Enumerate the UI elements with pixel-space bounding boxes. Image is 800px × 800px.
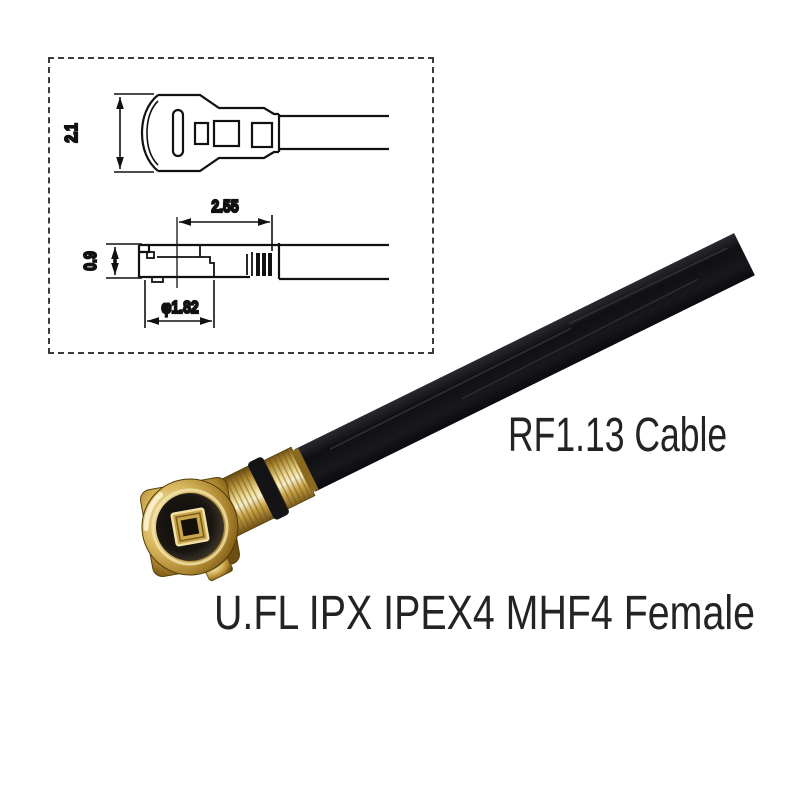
dim-height-2-1 bbox=[114, 93, 154, 173]
top-view-outline-upper bbox=[158, 93, 279, 116]
top-view-window-1 bbox=[193, 121, 210, 146]
ring-highlight bbox=[143, 492, 164, 532]
dimension-diagram: 2.1 bbox=[60, 93, 389, 328]
cable-type-label: RF1.13 Cable bbox=[508, 409, 728, 462]
coaxial-cable bbox=[294, 233, 755, 492]
dim-diameter-1-82 bbox=[144, 280, 215, 328]
side-view: 2.55 0.9 bbox=[79, 195, 389, 328]
top-view-outline-lower bbox=[158, 150, 279, 173]
dim-label-2-1: 2.1 bbox=[61, 123, 81, 143]
top-view-window-2 bbox=[212, 119, 241, 148]
connector-type-label: U.FL IPX IPEX4 MHF4 Female bbox=[214, 587, 755, 640]
dim-label-diameter-1-82: φ1.82 bbox=[161, 297, 198, 317]
top-view-window-3 bbox=[250, 121, 274, 149]
dim-label-2-55: 2.55 bbox=[211, 196, 238, 216]
side-view-body bbox=[137, 243, 389, 283]
connector-head bbox=[140, 477, 240, 582]
top-view: 2.1 bbox=[60, 93, 389, 173]
dim-label-0-9: 0.9 bbox=[80, 251, 100, 271]
center-socket bbox=[170, 507, 210, 547]
dim-height-0-9 bbox=[106, 243, 142, 279]
barrel-end-step bbox=[291, 448, 319, 493]
top-view-cap-inner bbox=[146, 100, 159, 166]
top-view-cap-outer bbox=[140, 94, 159, 172]
dimension-diagram-box: 2.1 bbox=[48, 57, 434, 354]
heat-shrink-band bbox=[248, 457, 289, 520]
top-view-slot bbox=[171, 108, 185, 158]
